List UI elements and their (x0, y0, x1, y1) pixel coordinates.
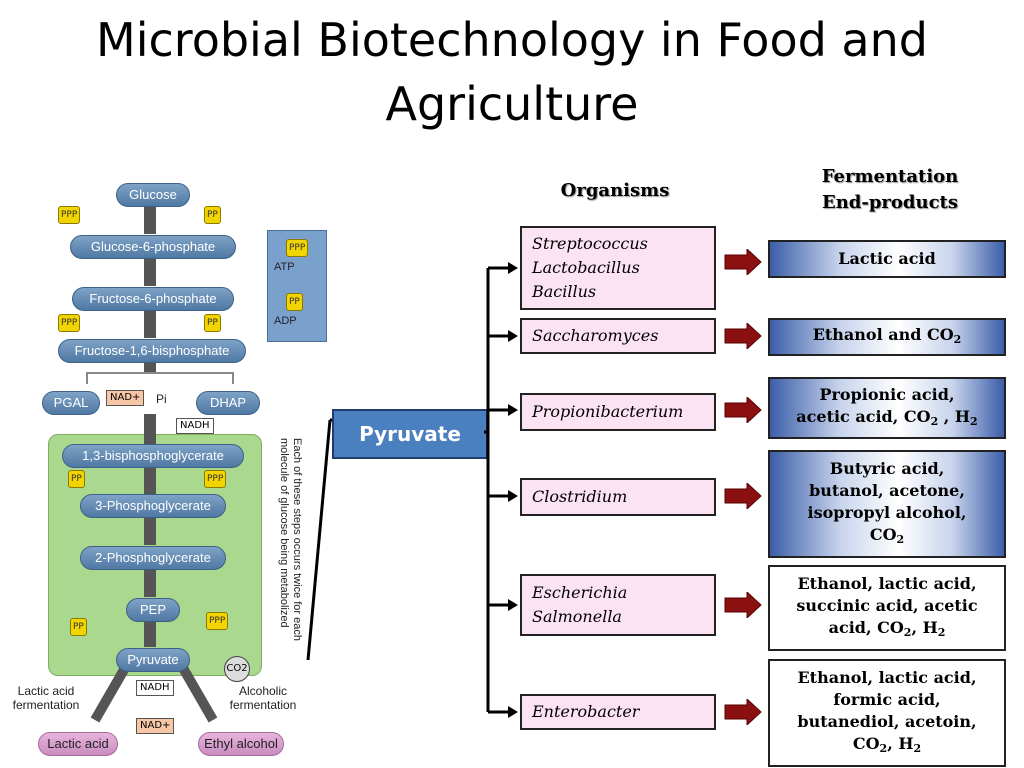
end-product-box: Ethanol, lactic acid,succinic acid, acet… (768, 565, 1006, 651)
atp-adp-legend: PPP ATP PP ADP (267, 230, 327, 342)
lactic-fermentation-line1: Lactic acid (17, 684, 75, 698)
lactic-fermentation-line2: fermentation (12, 698, 80, 712)
branch-lines (484, 262, 518, 718)
end-product-box: Propionic acid,acetic acid, CO2 , H2 (768, 377, 1006, 439)
adp-icon: PP (68, 470, 85, 488)
organism-name: Clostridium (532, 487, 628, 506)
pathway-arrow (144, 517, 156, 545)
nadh-label-bottom: NADH (136, 680, 174, 696)
adp-icon: PP (204, 206, 221, 224)
organism-box: Enterobacter (520, 694, 716, 730)
end-product-text: Lactic acid (838, 249, 936, 268)
pep-node: PEP (126, 598, 180, 622)
side-note: Each of these steps occurs twice for eac… (278, 438, 303, 641)
glucose-node: Glucose (116, 183, 190, 207)
2-phosphoglycerate-node: 2-Phosphoglycerate (80, 546, 226, 570)
split-connector (86, 372, 234, 384)
adp-icon: PP (70, 618, 87, 636)
end-product-box: Lactic acid (768, 240, 1006, 278)
red-arrow-icon (724, 699, 762, 725)
organism-box: Clostridium (520, 478, 716, 516)
alcoholic-fermentation-line1: Alcoholic (238, 684, 288, 698)
pathway-arrow (144, 258, 156, 286)
adp-icon: PP (286, 293, 303, 311)
organism-name: Propionibacterium (532, 402, 684, 421)
end-products-header-line2: End-products (821, 192, 959, 213)
pyruvate-node: Pyruvate (116, 648, 190, 672)
red-arrow-icon (724, 483, 762, 509)
slide-title: Microbial Biotechnology in Food and Agri… (0, 8, 1024, 136)
end-product-text: Ethanol, lactic acid,formic acid,butaned… (797, 667, 977, 755)
3-phosphoglycerate-node: 3-Phosphoglycerate (80, 494, 226, 518)
pathway-arrow (144, 362, 156, 374)
nad-plus-label-bottom: NAD+ (136, 718, 175, 734)
organism-name: Saccharomyces (532, 326, 659, 345)
ethyl-alcohol-node: Ethyl alcohol (198, 732, 284, 756)
end-product-text: Propionic acid,acetic acid, CO2 , H2 (796, 384, 978, 428)
pyruvate-box: Pyruvate (332, 409, 488, 459)
pathway-arrow (144, 569, 156, 597)
atp-icon: PPP (206, 612, 229, 630)
organism-name: Salmonella (532, 607, 622, 626)
alcoholic-fermentation-line2: fermentation (229, 698, 297, 712)
legend-atp-label: ATP (274, 261, 295, 273)
end-product-text: Ethanol, lactic acid,succinic acid, acet… (796, 573, 978, 639)
pathway-arrow (144, 621, 156, 647)
fructose-bisphosphate-node: Fructose-1,6-bisphosphate (58, 339, 246, 363)
legend-adp-label: ADP (274, 315, 297, 327)
adp-icon: PP (204, 314, 221, 332)
red-arrow-icon (724, 249, 762, 275)
nad-plus-label: NAD+ (106, 390, 145, 406)
pi-label: Pi (156, 392, 167, 406)
lactic-fermentation-label: Lactic acid fermentation (6, 684, 86, 712)
fructose-6-phosphate-node: Fructose-6-phosphate (72, 287, 234, 311)
lactic-acid-node: Lactic acid (38, 732, 118, 756)
end-product-text: Ethanol and CO2 (812, 324, 962, 346)
organism-name: Streptococcus (532, 234, 648, 253)
alcoholic-fermentation-label: Alcoholic fermentation (222, 684, 304, 712)
pathway-arrow (144, 468, 156, 494)
atp-icon: PPP (286, 239, 309, 257)
glucose-6-phosphate-node: Glucose-6-phosphate (70, 235, 236, 259)
pathway-arrow (144, 310, 156, 338)
organism-name: Lactobacillus (532, 258, 640, 277)
title-line-1: Microbial Biotechnology in Food and (96, 13, 928, 67)
organism-name: Bacillus (532, 282, 597, 301)
pathway-arrow (144, 414, 156, 444)
organism-box: Propionibacterium (520, 393, 716, 431)
title-line-2: Agriculture (385, 77, 639, 131)
red-arrow-icon (724, 397, 762, 423)
dhap-node: DHAP (196, 391, 260, 415)
co2-icon: CO2 (224, 656, 250, 682)
end-product-box: Ethanol, lactic acid,formic acid,butaned… (768, 659, 1006, 767)
atp-icon: PPP (204, 470, 227, 488)
atp-icon: PPP (58, 206, 81, 224)
red-arrow-icon (724, 592, 762, 618)
end-products-header: Fermentation End-products (790, 164, 990, 216)
end-product-box: Ethanol and CO2 (768, 318, 1006, 356)
organism-box: Saccharomyces (520, 318, 716, 354)
atp-icon: PPP (58, 314, 81, 332)
red-arrow-icon (724, 323, 762, 349)
end-product-text: Butyric acid,butanol, acetone,isopropyl … (807, 458, 967, 546)
organism-name: Enterobacter (532, 702, 640, 721)
pgal-node: PGAL (42, 391, 100, 415)
pathway-arrow (144, 206, 156, 234)
organisms-header: Organisms (560, 180, 670, 201)
bisphosphoglycerate-node: 1,3-bisphosphoglycerate (62, 444, 244, 468)
organism-name: Escherichia (532, 583, 628, 602)
nadh-label: NADH (176, 418, 214, 434)
end-products-header-line1: Fermentation (821, 166, 959, 187)
end-product-box: Butyric acid,butanol, acetone,isopropyl … (768, 450, 1006, 558)
